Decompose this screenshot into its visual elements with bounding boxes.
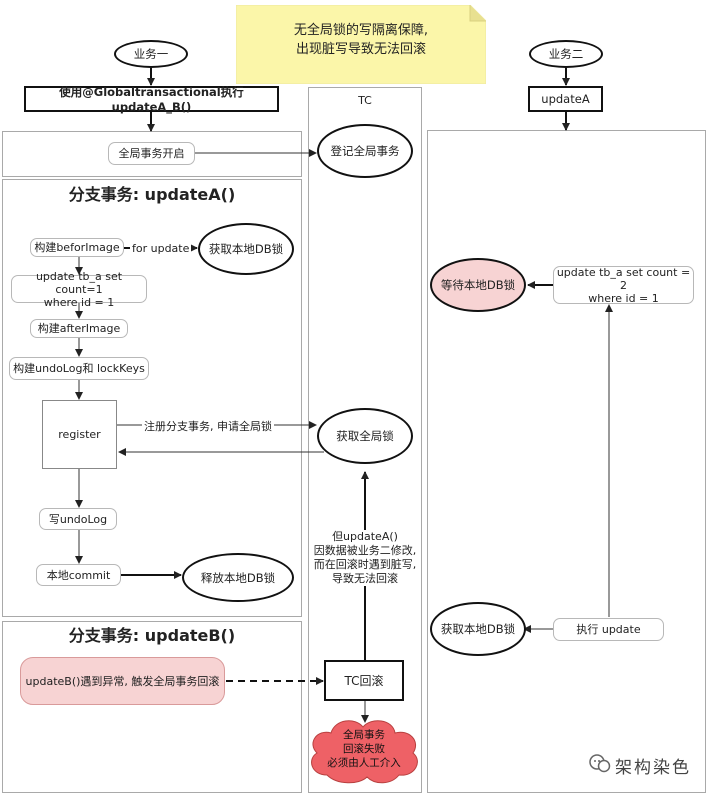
wait-db-lock: 等待本地DB锁	[430, 258, 526, 312]
global-begin-panel	[2, 131, 302, 177]
branch-a-title: 分支事务: updateA()	[68, 185, 236, 204]
register-box: register	[42, 400, 117, 469]
biz2-panel	[427, 130, 706, 793]
get-db-lock-b: 获取本地DB锁	[430, 602, 526, 656]
sql-update-count-1: update tb_a set count=1 where id = 1	[11, 270, 147, 309]
failure-line-3: 必须由人工介入	[327, 757, 401, 769]
local-commit: 本地commit	[36, 564, 121, 586]
sql1-line-1: update tb_a set count=1	[35, 269, 123, 296]
acquire-global-lock: 获取全局锁	[317, 408, 413, 464]
for-update-label: for update	[130, 242, 192, 255]
global-begin: 全局事务开启	[108, 142, 195, 165]
failure-line-2: 回滚失败	[343, 743, 385, 755]
explain-line-2: 因数据被业务二修改,	[313, 544, 417, 557]
explain-line-3: 而在回滚时遇到脏写,	[313, 558, 417, 571]
exec-update: 执行 update	[553, 618, 664, 641]
sql2-line-2: where id = 1	[588, 291, 659, 305]
tc-rollback: TC回滚	[324, 660, 404, 701]
sql2-line-1: update tb_a set count = 2	[556, 265, 691, 292]
sql-update-count-2: update tb_a set count = 2 where id = 1	[553, 265, 694, 305]
explain-line-1: 但updateA()	[332, 530, 398, 543]
register-global-tx: 登记全局事务	[317, 124, 413, 178]
note-shape	[236, 5, 486, 84]
exception-box: updateB()遇到异常, 触发全局事务回滚	[20, 657, 225, 705]
branch-b-title: 分支事务: updateB()	[68, 626, 236, 645]
note-text: 无全局锁的写隔离保障, 出现脏写导致无法回滚	[236, 18, 486, 62]
biz2-start: 业务二	[529, 40, 603, 68]
explain-line-4: 导致无法回滚	[332, 572, 398, 585]
register-label: 注册分支事务, 申请全局锁	[142, 418, 274, 434]
biz2-call: updateA	[528, 86, 603, 112]
release-db-lock: 释放本地DB锁	[182, 553, 294, 602]
failure-text: 全局事务 回滚失败 必须由人工介入	[305, 726, 423, 772]
note-line-2: 出现脏写导致无法回滚	[295, 42, 426, 57]
build-undolog-lockkeys: 构建undoLog和 lockKeys	[9, 357, 149, 380]
before-image: 构建beforImage	[30, 238, 124, 257]
note-line-1: 无全局锁的写隔离保障,	[293, 23, 429, 38]
sql1-line-2: where id = 1	[43, 295, 115, 309]
watermark-text: 架构染色	[615, 758, 691, 778]
write-undolog: 写undoLog	[39, 508, 117, 530]
failure-line-1: 全局事务	[343, 729, 385, 741]
get-db-lock-a: 获取本地DB锁	[198, 223, 294, 275]
tc-lane-title: TC	[358, 93, 372, 107]
watermark-logo-icon	[589, 754, 611, 773]
branch-b-panel	[2, 621, 302, 793]
rollback-explanation: 但updateA() 因数据被业务二修改, 而在回滚时遇到脏写, 导致无法回滚	[310, 530, 420, 586]
after-image: 构建afterImage	[30, 319, 128, 338]
biz1-call: 使用@Globaltransactional执行updateA_B()	[24, 85, 279, 114]
biz1-start: 业务一	[114, 40, 188, 68]
failure-cloud	[311, 720, 418, 784]
